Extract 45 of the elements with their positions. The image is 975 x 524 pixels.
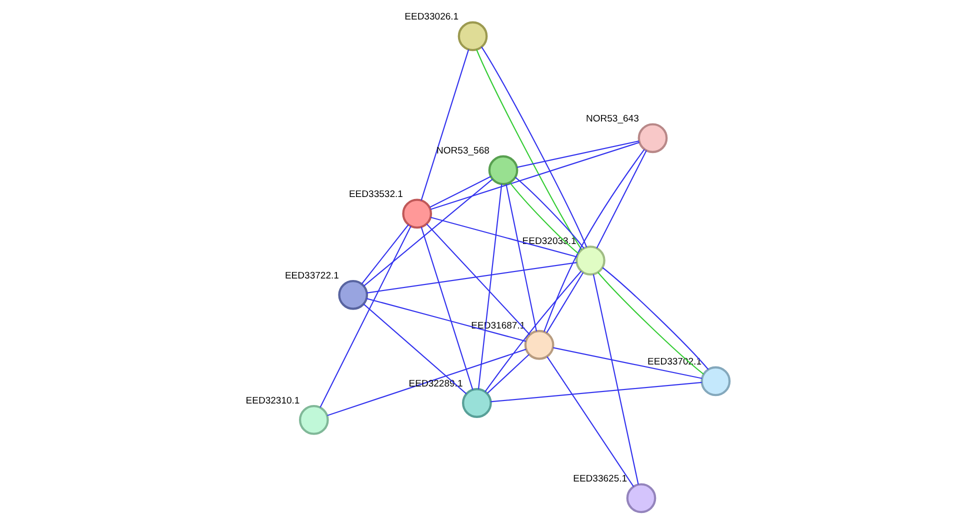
connector <box>506 184 538 332</box>
connector <box>546 356 634 487</box>
node-circle <box>458 21 488 52</box>
node-circle <box>576 246 606 276</box>
node-circle <box>700 366 731 396</box>
node-label: EED33532.1 <box>348 189 403 200</box>
connector <box>544 149 645 332</box>
node-label: NOR53_643 <box>586 114 639 124</box>
node-label: EED33026.1 <box>404 12 459 23</box>
node-circle <box>626 483 656 514</box>
connector <box>366 262 577 294</box>
node-label: EED32310.1 <box>246 395 300 406</box>
node-circle <box>638 123 668 154</box>
connector <box>426 224 530 336</box>
node-circle <box>338 280 368 310</box>
node-label: EED33625.1 <box>573 474 628 485</box>
connector <box>484 270 582 392</box>
connector <box>327 348 526 416</box>
connector <box>420 226 474 390</box>
connector <box>361 224 409 284</box>
connector <box>553 347 702 379</box>
connector <box>478 184 502 390</box>
connector <box>430 176 492 208</box>
connector <box>509 182 579 254</box>
connector <box>363 304 467 394</box>
node-label: NOR53_568 <box>436 146 490 157</box>
connector <box>490 382 702 402</box>
node-circle <box>402 198 432 229</box>
connector <box>430 216 578 258</box>
connector <box>320 226 412 408</box>
connector <box>420 49 470 201</box>
connector <box>487 354 530 394</box>
connector <box>430 142 640 210</box>
connector <box>514 176 584 249</box>
node-label: EED33722.1 <box>284 270 339 282</box>
connector <box>546 272 584 334</box>
node-circle <box>488 155 518 186</box>
node-circle <box>298 405 329 435</box>
connector <box>366 298 526 342</box>
connector <box>516 140 640 168</box>
connector <box>592 274 639 484</box>
connector <box>363 178 493 286</box>
node-circle <box>524 330 554 360</box>
connector <box>596 150 647 248</box>
node-circle <box>462 388 492 418</box>
